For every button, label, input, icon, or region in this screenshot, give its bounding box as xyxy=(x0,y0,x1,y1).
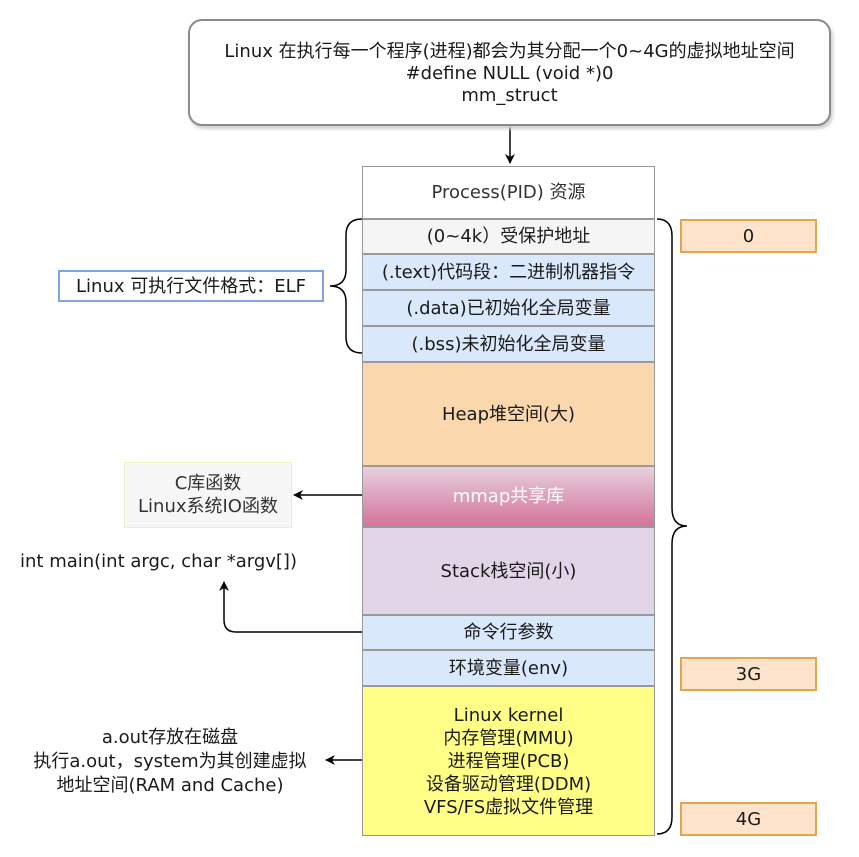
env-region: 环境变量(env) xyxy=(362,650,655,686)
clib-line: C库函数 xyxy=(174,473,242,494)
note-line: #define NULL (void *)0 xyxy=(405,62,614,84)
stack-region: Stack栈空间(小) xyxy=(362,527,655,615)
address-3g: 3G xyxy=(680,657,817,691)
clib-box: C库函数 Linux系统IO函数 xyxy=(124,462,292,528)
elf-format-label: Linux 可执行文件格式：ELF xyxy=(76,275,306,297)
address-4g: 4G xyxy=(680,802,817,836)
mmap-label: mmap共享库 xyxy=(452,486,565,507)
elf-format-box: Linux 可执行文件格式：ELF xyxy=(58,270,324,302)
text-segment-label: (.text)代码段：二进制机器指令 xyxy=(381,261,636,283)
args-label: 命令行参数 xyxy=(463,622,554,643)
text-segment: (.text)代码段：二进制机器指令 xyxy=(362,254,655,290)
address-0-label: 0 xyxy=(742,225,755,247)
kernel-region: Linux kernel 内存管理(MMU) 进程管理(PCB) 设备驱动管理(… xyxy=(362,686,655,836)
kernel-line: 内存管理(MMU) xyxy=(443,727,574,749)
address-0: 0 xyxy=(680,219,817,253)
protected-region: (0~4k）受保护地址 xyxy=(362,219,655,254)
stack-label: Stack栈空间(小) xyxy=(440,560,577,582)
kernel-line: 进程管理(PCB) xyxy=(447,750,570,772)
address-3g-label: 3G xyxy=(735,663,762,685)
kernel-line: 设备驱动管理(DDM) xyxy=(425,773,592,795)
virtual-address-note: Linux 在执行每一个程序(进程)都会为其分配一个0~4G的虚拟地址空间 #d… xyxy=(188,19,831,126)
user-space-brace xyxy=(656,218,688,835)
heap-label: Heap堆空间(大) xyxy=(441,403,576,425)
main-signature-label: int main(int argc, char *argv[]) xyxy=(20,551,297,572)
process-header: Process(PID) 资源 xyxy=(362,166,655,219)
aout-line: a.out存放在磁盘 xyxy=(101,727,239,748)
elf-brace xyxy=(329,218,363,354)
heap-region: Heap堆空间(大) xyxy=(362,362,655,466)
clib-line: Linux系统IO函数 xyxy=(138,496,278,517)
aout-description: a.out存放在磁盘 执行a.out，system为其创建虚拟 地址空间(RAM… xyxy=(14,725,326,799)
note-line: mm_struct xyxy=(461,84,558,106)
protected-label: (0~4k）受保护地址 xyxy=(426,226,591,247)
process-label: Process(PID) 资源 xyxy=(431,182,586,203)
bss-segment-label: (.bss)未初始化全局变量 xyxy=(411,333,606,355)
kernel-line: Linux kernel xyxy=(453,704,564,726)
arrow-args-to-main xyxy=(219,581,362,633)
mmap-region: mmap共享库 xyxy=(362,466,655,527)
kernel-line: VFS/FS虚拟文件管理 xyxy=(423,796,594,818)
env-label: 环境变量(env) xyxy=(448,657,569,679)
address-4g-label: 4G xyxy=(735,808,762,830)
bss-segment: (.bss)未初始化全局变量 xyxy=(362,326,655,362)
args-region: 命令行参数 xyxy=(362,615,655,650)
main-signature: int main(int argc, char *argv[]) xyxy=(20,550,320,574)
data-segment: (.data)已初始化全局变量 xyxy=(362,290,655,326)
aout-line: 执行a.out，system为其创建虚拟 xyxy=(33,751,307,772)
aout-line: 地址空间(RAM and Cache) xyxy=(56,775,284,796)
note-line: Linux 在执行每一个程序(进程)都会为其分配一个0~4G的虚拟地址空间 xyxy=(224,40,795,62)
data-segment-label: (.data)已初始化全局变量 xyxy=(406,297,611,319)
